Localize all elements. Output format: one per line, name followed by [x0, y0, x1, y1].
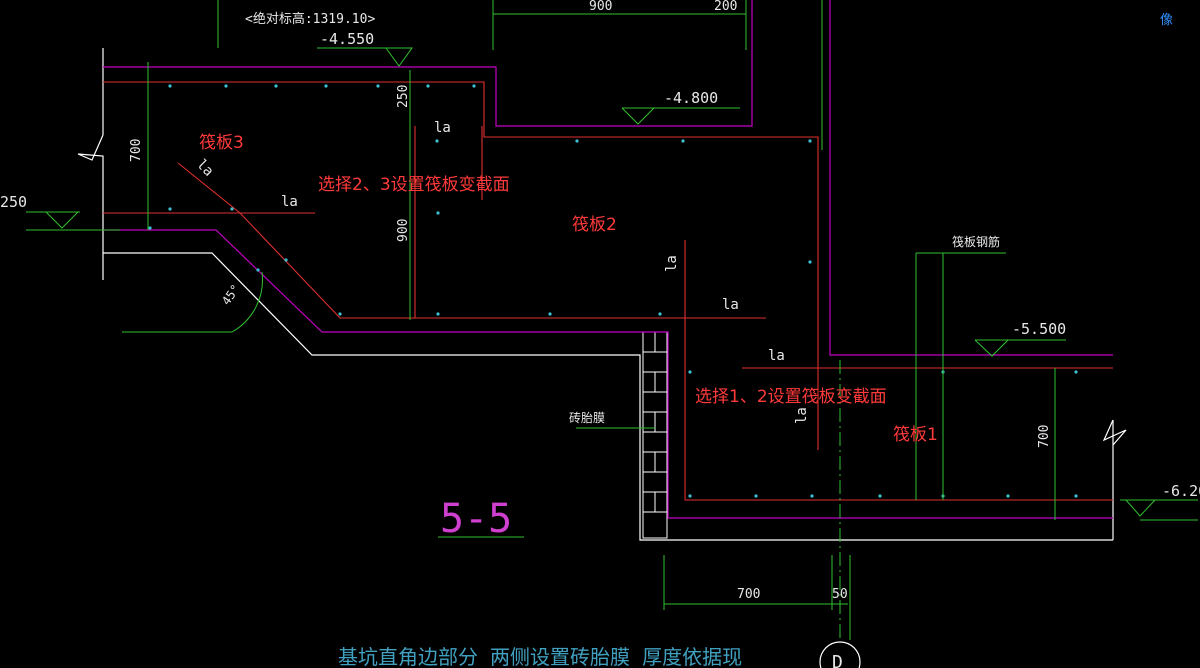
- dimension-lines: [26, 0, 1198, 640]
- rebar-lines: [103, 81, 1113, 501]
- brick-membrane-label: 砖胎膜: [569, 410, 605, 425]
- section-title: 5-5: [440, 496, 512, 542]
- dim-250-vertical: 250: [396, 85, 411, 108]
- wall-outline: [77, 48, 1127, 541]
- raft-3-label: 筏板3: [199, 133, 244, 153]
- axis-bubble-label: D: [832, 652, 843, 668]
- la-label-5: la: [722, 297, 739, 313]
- level-minus-4800: -4.800: [664, 89, 718, 107]
- dim-900-top: 900: [589, 0, 612, 14]
- level-minus-5500: -5.500: [1012, 320, 1066, 338]
- dim-700-bottom: 700: [737, 587, 760, 602]
- raft-2-label: 筏板2: [572, 215, 617, 235]
- dim-700-left-vertical: 700: [129, 139, 144, 162]
- dim-50-bottom: 50: [832, 587, 848, 602]
- corner-label[interactable]: 像: [1160, 13, 1173, 28]
- bottom-note: 基坑直角边部分 两侧设置砖胎膜 厚度依据现: [338, 645, 742, 668]
- dim-900-vertical: 900: [396, 219, 411, 242]
- level-minus-4550: -4.550: [320, 30, 374, 48]
- level-250: 250: [0, 193, 27, 211]
- la-label-7: la: [794, 407, 810, 424]
- la-label-1: la: [434, 120, 451, 136]
- axis-bubble: [819, 641, 861, 668]
- la-label-4: la: [664, 255, 680, 272]
- level-minus-6200: -6.20: [1162, 482, 1200, 500]
- la-label-6: la: [768, 348, 785, 364]
- slab-outline-magenta: [103, 0, 1113, 519]
- brick-membrane-hatch: [642, 331, 668, 539]
- elevation-note: <绝对标高:1319.10>: [245, 11, 375, 27]
- angle-45: 45°: [219, 282, 243, 308]
- dim-200-top: 200: [714, 0, 737, 14]
- variable-section-note-1-2: 选择1、2设置筏板变截面: [695, 387, 887, 407]
- dim-700-right-vertical: 700: [1037, 425, 1052, 448]
- la-label-2: la: [193, 157, 216, 180]
- rebar-dots: [148, 84, 1078, 498]
- raft-1-label: 筏板1: [893, 425, 938, 445]
- la-label-3: la: [281, 194, 298, 210]
- rebar-label: 筏板钢筋: [952, 234, 1000, 249]
- variable-section-note-2-3: 选择2、3设置筏板变截面: [318, 175, 510, 195]
